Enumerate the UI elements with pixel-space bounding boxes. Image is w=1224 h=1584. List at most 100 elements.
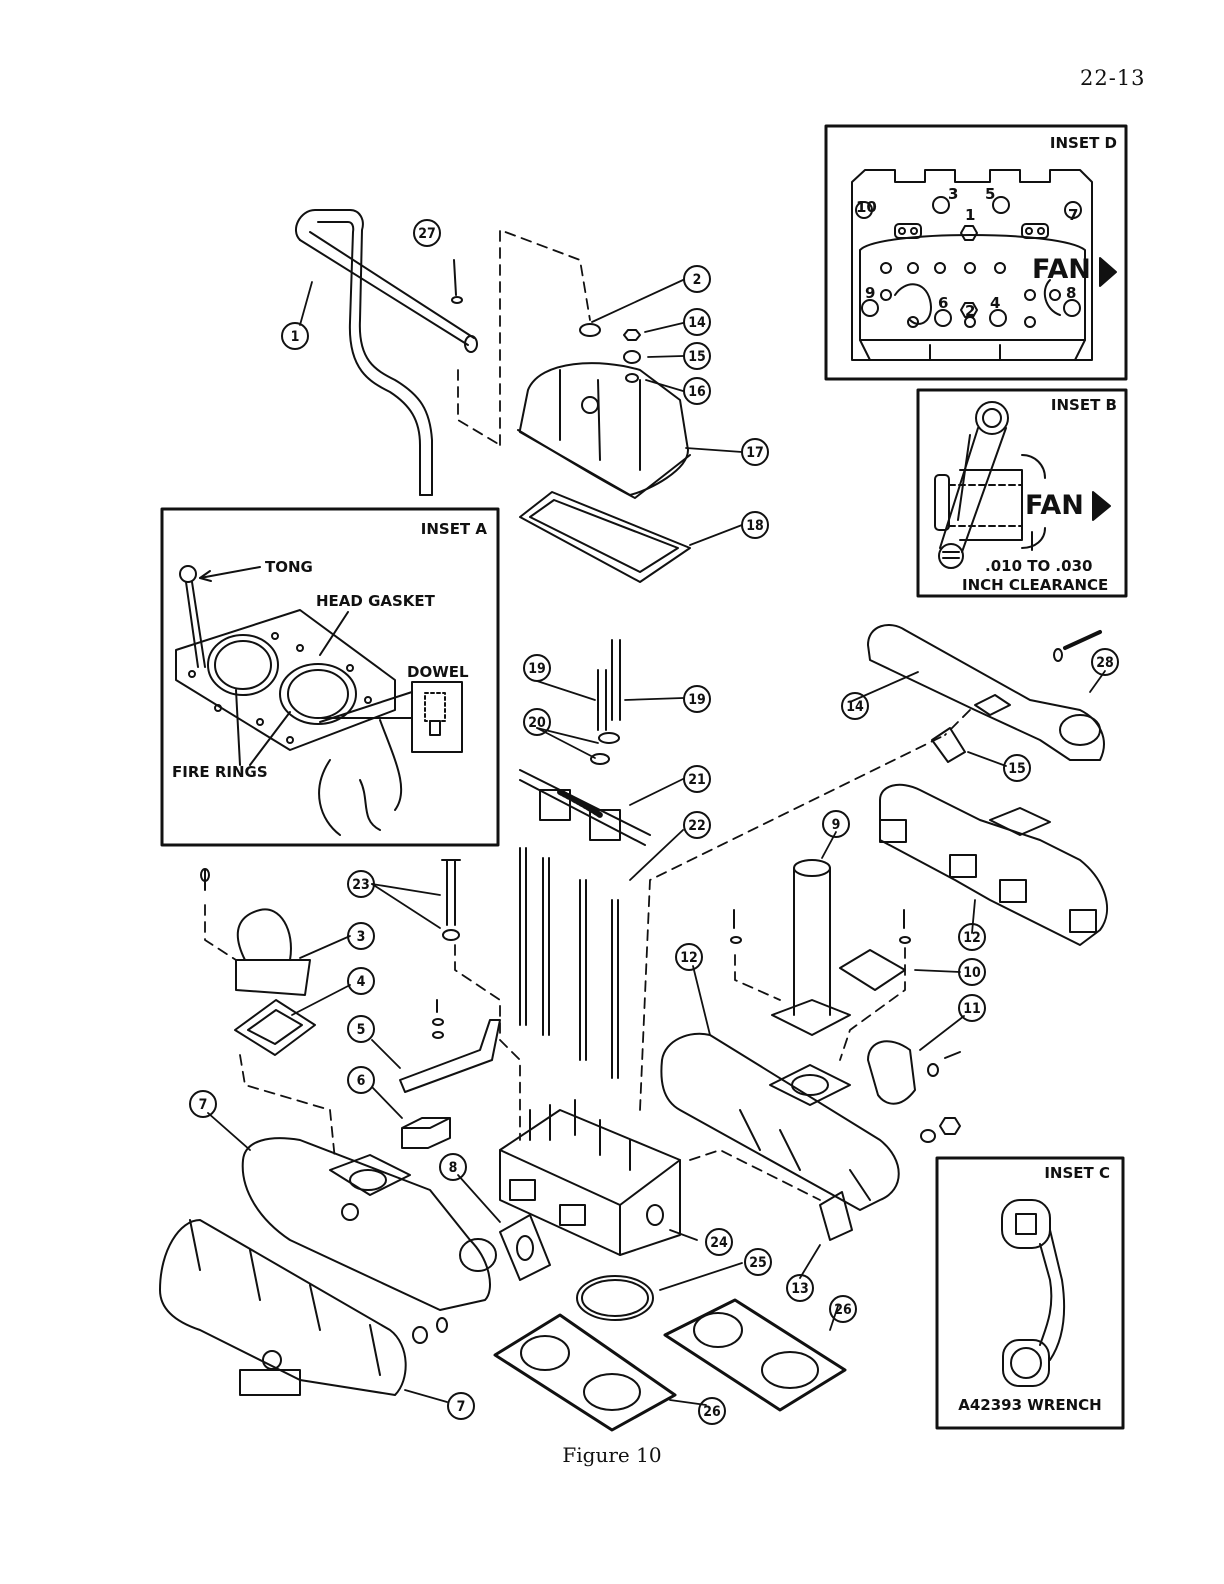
part-5-bracket (400, 1020, 500, 1092)
svg-text:12: 12 (963, 930, 981, 946)
part-4-gasket (235, 1000, 315, 1055)
callout-14b: 14 (842, 693, 868, 719)
part-14-nut (624, 330, 640, 340)
svg-text:25: 25 (749, 1255, 767, 1271)
head-gasket-label: HEAD GASKET (316, 592, 436, 610)
fire-rings-label: FIRE RINGS (172, 763, 268, 781)
part-25-seal-ring (577, 1276, 653, 1320)
part-16-seal (626, 374, 638, 382)
inset-b-fan-label: FAN (1025, 490, 1084, 521)
svg-text:1: 1 (291, 329, 300, 345)
inset-b-title: INSET B (1051, 396, 1117, 414)
torque-seq-5: 5 (985, 185, 995, 203)
inset-b: INSET B FAN .010 TO .030 INCH CLEARANCE (918, 390, 1126, 596)
part-18-gasket (520, 492, 690, 582)
callout-4: 4 (348, 968, 374, 994)
callout-25: 25 (745, 1249, 771, 1275)
part-7-exhaust-manifold (160, 1220, 406, 1395)
fan-arrow-icon (1093, 492, 1110, 520)
callout-13: 13 (787, 1275, 813, 1301)
torque-seq-9: 9 (865, 284, 875, 302)
callout-22: 22 (684, 812, 710, 838)
part-7-intake-manifold (243, 1138, 496, 1310)
part-6-spacer-block (402, 1118, 450, 1148)
svg-text:11: 11 (963, 1001, 981, 1017)
callout-15: 15 (684, 343, 710, 369)
svg-text:23: 23 (352, 877, 370, 893)
torque-seq-2: 2 (965, 302, 975, 320)
svg-text:28: 28 (1096, 655, 1114, 671)
torque-seq-4: 4 (990, 294, 1000, 312)
svg-text:26: 26 (703, 1404, 721, 1420)
svg-text:2: 2 (693, 272, 702, 288)
part-3-elbow (236, 909, 310, 995)
callout-1: 1 (282, 323, 308, 349)
svg-text:15: 15 (1008, 761, 1026, 777)
svg-text:9: 9 (832, 817, 841, 833)
part-26-head-gaskets (495, 1300, 845, 1430)
callout-26a: 26 (830, 1296, 856, 1322)
callout-19b: 19 (684, 686, 710, 712)
part-12-exhaust-manifold (880, 785, 1107, 945)
fan-arrow-icon (1100, 258, 1116, 286)
svg-text:14: 14 (688, 315, 706, 331)
torque-seq-7: 7 (1068, 206, 1078, 224)
svg-text:19: 19 (688, 692, 706, 708)
inset-d: INSET D 3 5 1 10 (826, 126, 1126, 379)
part-10-cover-plate (840, 950, 905, 990)
svg-text:17: 17 (746, 445, 764, 461)
part-23-bolt (442, 860, 460, 925)
clearance-line-1: .010 TO .030 (985, 557, 1092, 575)
part-9-air-tube (772, 860, 850, 1035)
svg-text:7: 7 (457, 1399, 466, 1415)
part-12-water-manifold (661, 1034, 898, 1210)
clearance-line-2: INCH CLEARANCE (962, 576, 1108, 594)
torque-seq-1: 1 (965, 206, 975, 224)
part-22-push-rods (520, 848, 618, 1078)
part-28-bolt (1065, 632, 1100, 648)
part-11-thermostat-housing (868, 1041, 915, 1103)
part-13-gasket (820, 1192, 852, 1240)
svg-text:6: 6 (357, 1073, 366, 1089)
figure-caption: Figure 10 (0, 1443, 1224, 1467)
part-15-gasket (932, 728, 965, 762)
dowel-label: DOWEL (407, 663, 469, 681)
callout-15b: 15 (1004, 755, 1030, 781)
callout-2: 2 (684, 266, 710, 292)
svg-text:8: 8 (449, 1160, 458, 1176)
svg-text:12: 12 (680, 950, 698, 966)
svg-text:3: 3 (357, 929, 366, 945)
callout-20: 20 (524, 709, 550, 735)
torque-seq-8: 8 (1066, 284, 1076, 302)
part-2-washer (580, 324, 600, 336)
part-15-washer (624, 351, 640, 363)
callout-14: 14 (684, 309, 710, 335)
part-17-rocker-cover (518, 363, 690, 498)
part-1-oil-tube (296, 210, 477, 495)
torque-seq-3: 3 (948, 185, 958, 203)
inset-c: INSET C A42393 WRENCH (937, 1158, 1123, 1428)
svg-text:27: 27 (418, 226, 436, 242)
callout-3: 3 (348, 923, 374, 949)
callout-7b: 7 (448, 1393, 474, 1419)
tong-label: TONG (265, 558, 313, 576)
torque-seq-6: 6 (938, 294, 948, 312)
torque-seq-10: 10 (856, 198, 877, 216)
svg-text:19: 19 (528, 661, 546, 677)
callout-27: 27 (414, 220, 440, 246)
inset-d-title: INSET D (1050, 134, 1117, 152)
callout-18: 18 (742, 512, 768, 538)
inset-c-title: INSET C (1044, 1164, 1110, 1182)
alignment-dashed-lines (205, 230, 970, 1200)
svg-text:21: 21 (688, 772, 706, 788)
svg-text:7: 7 (199, 1097, 208, 1113)
svg-text:13: 13 (791, 1281, 809, 1297)
callout-11: 11 (959, 995, 985, 1021)
svg-text:16: 16 (688, 384, 706, 400)
callout-26b: 26 (699, 1398, 725, 1424)
part-27-bolt (452, 260, 462, 303)
wrench-label: A42393 WRENCH (958, 1396, 1101, 1414)
inset-d-fan-label: FAN (1032, 254, 1091, 285)
callout-8: 8 (440, 1154, 466, 1180)
